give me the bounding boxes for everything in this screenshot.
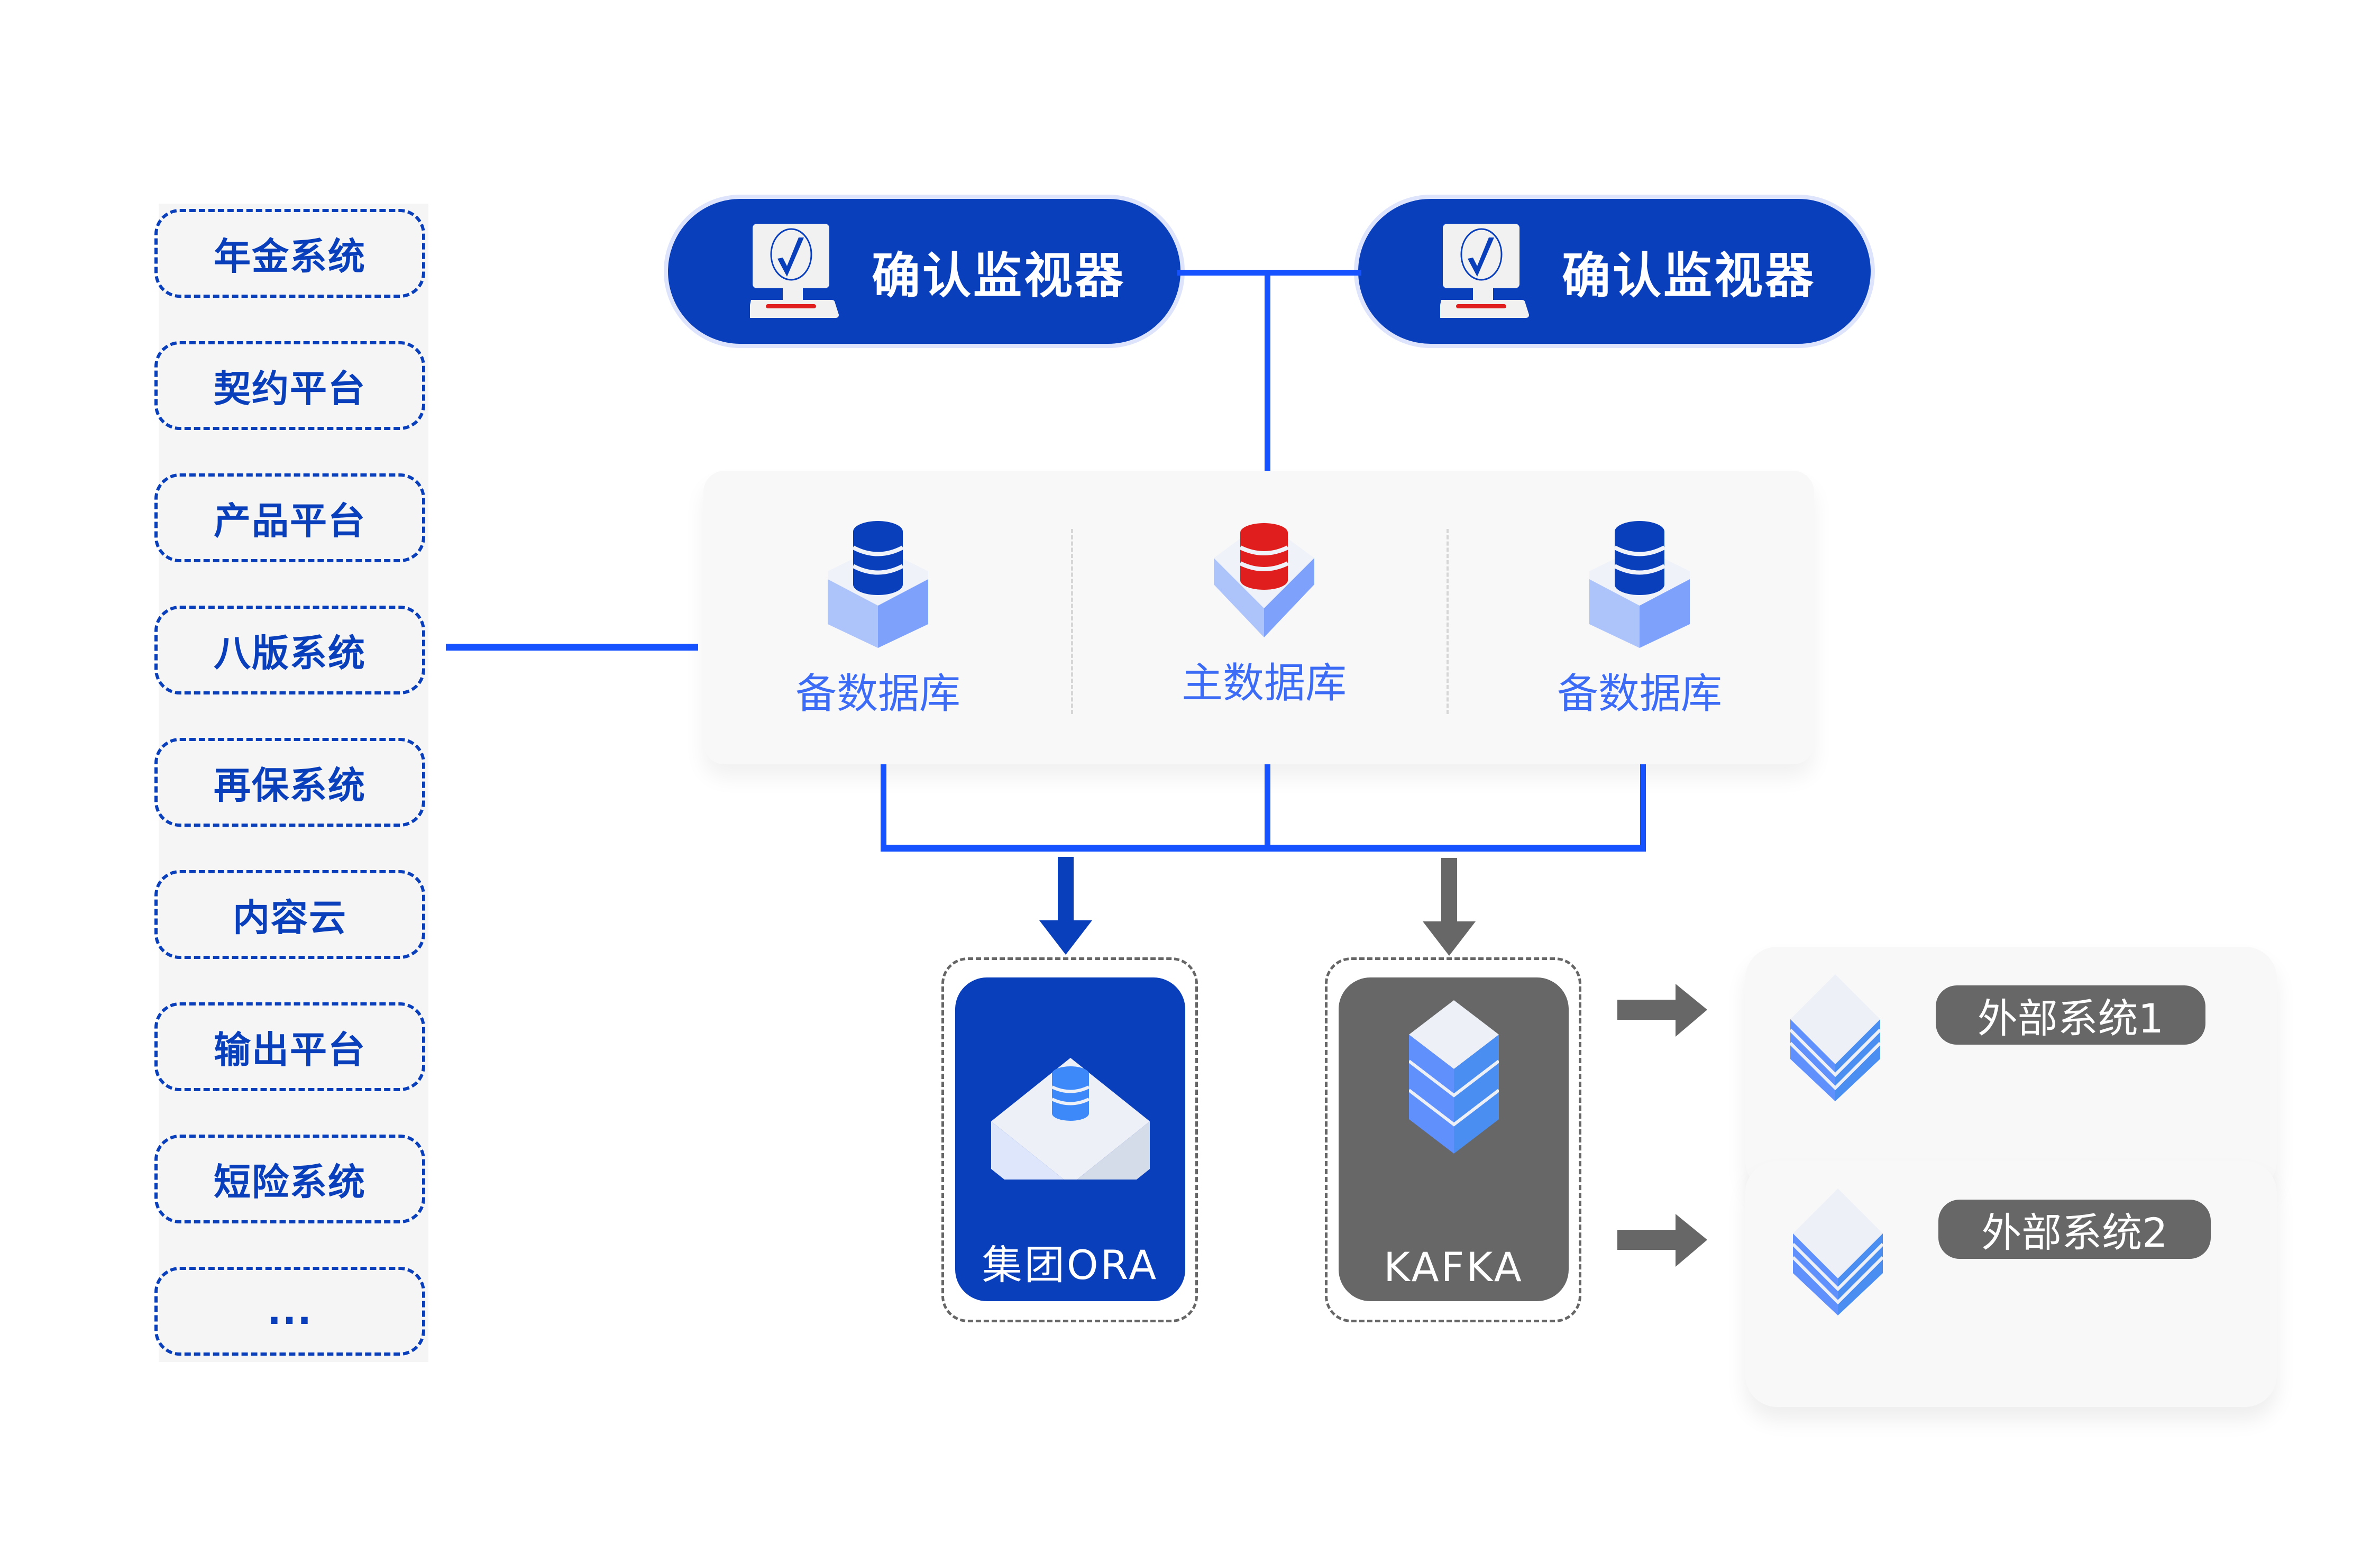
server-stack-icon	[1793, 1189, 1883, 1315]
server-stack-icon	[1790, 974, 1880, 1101]
group-ora-target[interactable]: 集团ORA	[955, 977, 1185, 1301]
source-system-item[interactable]: 产品平台	[154, 473, 425, 562]
kafka-target-frame	[1325, 957, 1581, 1322]
ora-target-frame	[941, 957, 1198, 1322]
target-label: 集团ORA	[982, 1241, 1159, 1288]
monitor-check-icon	[750, 224, 839, 318]
source-system-item[interactable]: 输出平台	[154, 1002, 425, 1091]
db-output-line	[1265, 764, 1270, 852]
database-label: 备数据库	[795, 670, 960, 718]
arrow-right-icon	[1617, 984, 1707, 1037]
source-system-item[interactable]: 契约平台	[154, 341, 425, 430]
source-system-item[interactable]: ...	[154, 1267, 425, 1356]
monitor-to-db-line	[1265, 270, 1270, 473]
db-output-line	[881, 764, 886, 852]
database-stack-icon	[1214, 521, 1314, 637]
source-system-item[interactable]: 短险系统	[154, 1135, 425, 1223]
db-output-bus	[881, 845, 1646, 852]
db-output-line	[1640, 764, 1646, 852]
monitor-check-icon	[1440, 224, 1529, 318]
source-system-item[interactable]: 八版系统	[154, 606, 425, 694]
source-system-item[interactable]: 内容云	[154, 870, 425, 959]
confirm-monitor[interactable]: 确认监视器	[1354, 195, 1875, 348]
confirm-monitor[interactable]: 确认监视器	[664, 195, 1185, 348]
external-system-pill: 外部系统2	[1938, 1200, 2211, 1259]
arrow-down-icon	[1423, 858, 1476, 956]
db-divider	[1071, 529, 1073, 714]
arrow-down-icon	[1039, 857, 1092, 955]
database-stack-icon	[1589, 521, 1690, 648]
standby-database[interactable]: 备数据库	[1528, 521, 1751, 720]
db-divider	[1447, 529, 1449, 714]
source-system-item[interactable]: 再保系统	[154, 738, 425, 827]
source-to-db-connector	[446, 644, 698, 651]
monitor-label: 确认监视器	[872, 247, 1126, 304]
source-system-item[interactable]: 年金系统	[154, 209, 425, 298]
kafka-broker-icon	[1408, 1000, 1499, 1154]
target-label: KAFKA	[1384, 1244, 1524, 1291]
arrow-right-icon	[1617, 1214, 1707, 1267]
monitor-label: 确认监视器	[1562, 247, 1816, 304]
standby-database[interactable]: 备数据库	[767, 521, 989, 720]
database-server-icon	[991, 1058, 1150, 1180]
source-systems-column	[159, 204, 428, 1362]
database-label: 备数据库	[1557, 670, 1722, 718]
database-label: 主数据库	[1181, 660, 1347, 707]
external-system-pill: 外部系统1	[1936, 985, 2205, 1045]
database-stack-icon	[828, 521, 928, 648]
primary-database[interactable]: 主数据库	[1153, 521, 1375, 709]
kafka-target[interactable]: KAFKA	[1339, 977, 1569, 1301]
